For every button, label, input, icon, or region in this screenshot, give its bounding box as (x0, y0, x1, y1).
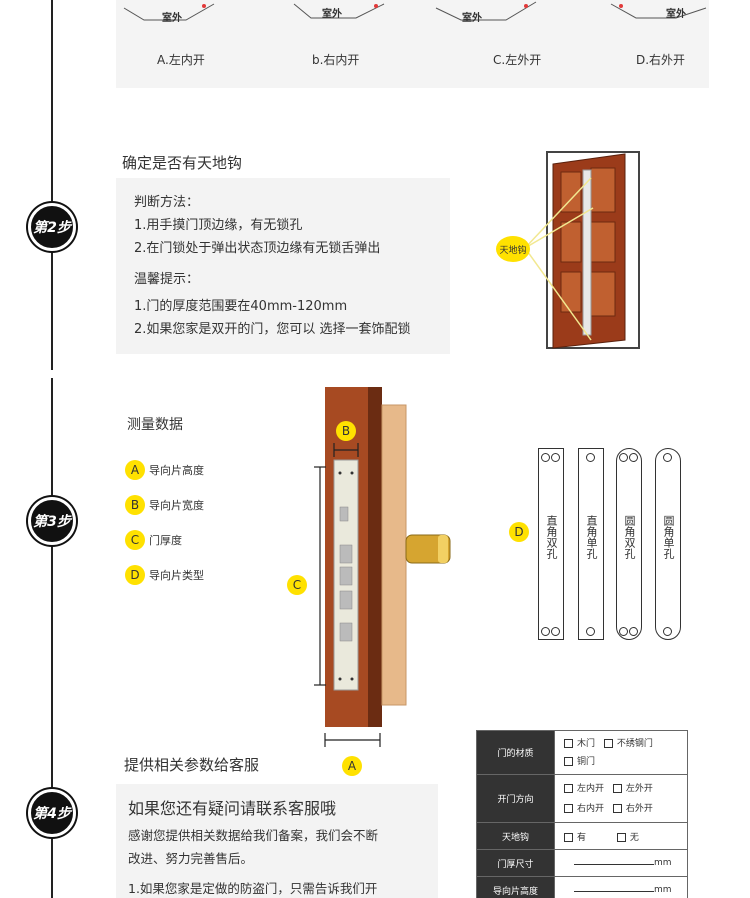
contact-title: 如果您还有疑问请联系客服哦 (128, 799, 337, 818)
plate-straight-single: 直角单孔 (578, 448, 604, 640)
legend-letter-a: A (130, 463, 140, 477)
hook-label-badge: 天地钩 (496, 236, 530, 262)
dir-opt-left-out: 左外开 (625, 783, 653, 794)
plate-label-4: 圆角单孔 (662, 515, 675, 559)
dim-b-badge: B (336, 421, 356, 441)
section2-title: 确定是否有天地钩 (122, 154, 243, 172)
dir-right-in-checkbox[interactable] (564, 803, 573, 813)
dir-left-in-checkbox[interactable] (564, 783, 573, 793)
outside-label-b: 室外 (322, 9, 342, 20)
tip-title: 温馨提示： (134, 272, 200, 287)
dim-c-letter: C (292, 578, 302, 592)
plate-label-3: 圆角双孔 (623, 515, 636, 559)
legend-badge-c: C (125, 530, 145, 550)
direction-label: 开门方向 (476, 774, 555, 823)
material-opt-steel: 不绣钢门 (616, 738, 653, 749)
plate-round-double: 圆角双孔 (616, 448, 642, 640)
outside-label-d: 室外 (666, 9, 686, 20)
door-hook-illustration (524, 151, 640, 349)
plate-label-2: 直角单孔 (585, 515, 598, 559)
timeline-line-top (51, 0, 53, 370)
legend-label-d: 导向片类型 (149, 569, 204, 582)
contact-body-1: 感谢您提供相关数据给我们备案，我们会不断 (128, 828, 379, 843)
method-2: 2.在门锁处于弹出状态顶边缘有无锁舌弹出 (134, 241, 381, 256)
outside-label-a: 室外 (162, 13, 182, 24)
legend-label-a: 导向片高度 (149, 464, 204, 477)
material-options: 木门 不绣钢门 铜门 (554, 730, 688, 775)
dir-left-out-checkbox[interactable] (612, 783, 622, 793)
door-type-diagrams (123, 1, 707, 21)
dir-opt-left-in: 左内开 (577, 783, 605, 794)
step-3-badge: 第3步 (28, 497, 76, 545)
contact-body-2: 改进、努力完善售后。 (128, 851, 254, 866)
dir-opt-right-out: 右外开 (625, 803, 653, 814)
dir-right-out-checkbox[interactable] (612, 803, 622, 813)
legend-label-b: 导向片宽度 (149, 499, 204, 512)
direction-options: 左内开 左外开 右内开 右外开 (554, 774, 688, 823)
legend-letter-d: D (130, 568, 140, 582)
thickness-label: 门厚尺寸 (476, 849, 555, 877)
timeline-line-bottom (51, 378, 53, 898)
section2-info-box (116, 178, 450, 354)
dir-opt-right-in: 右内开 (577, 803, 605, 814)
material-copper-checkbox[interactable] (564, 756, 573, 766)
outside-label-c: 室外 (462, 13, 482, 24)
contact-body-3: 1.如果您家是定做的防盗门，只需告诉我们开 (128, 881, 378, 896)
dim-d-badge: D (509, 522, 529, 542)
guide-height-label: 导向片高度 (476, 876, 555, 898)
hook-row-label: 天地钩 (476, 822, 555, 850)
plate-round-single: 圆角单孔 (655, 448, 681, 640)
material-wood-checkbox[interactable] (564, 738, 573, 748)
method-1: 1.用手摸门顶边缘，有无锁孔 (134, 218, 303, 233)
legend-badge-d: D (125, 565, 145, 585)
material-opt-copper: 铜门 (577, 756, 596, 767)
door-type-panel (116, 0, 709, 88)
door-type-c: C.左外开 (493, 53, 542, 67)
step-2-badge: 第2步 (28, 203, 76, 251)
door-type-b: b.右内开 (312, 53, 360, 67)
legend-letter-c: C (130, 533, 140, 547)
plate-straight-double: 直角双孔 (538, 448, 564, 640)
tip-1: 1.门的厚度范围要在40mm-120mm (134, 299, 348, 314)
legend-badge-a: A (125, 460, 145, 480)
dim-c-badge: C (287, 575, 307, 595)
section3-title: 测量数据 (127, 417, 183, 433)
material-opt-wood: 木门 (577, 738, 596, 749)
hook-options: 有 无 (554, 822, 688, 850)
door-type-a: A.左内开 (157, 53, 205, 67)
contact-box (116, 784, 438, 898)
dim-b-letter: B (341, 424, 351, 438)
parameter-form: 门的材质 木门 不绣钢门 铜门 开门方向 左内开 左外开 右内开 右外开 天地钩… (476, 730, 688, 898)
dim-a-letter: A (347, 759, 357, 773)
guide-height-unit: mm (654, 885, 672, 895)
legend-letter-b: B (130, 498, 140, 512)
door-type-d: D.右外开 (636, 53, 686, 67)
section4-title: 提供相关参数给客服 (124, 756, 260, 774)
dim-d-letter: D (514, 525, 524, 539)
legend-label-c: 门厚度 (149, 534, 182, 547)
lock-plate-illustration (314, 387, 451, 747)
guide-height-field[interactable]: mm (554, 876, 688, 898)
thickness-unit: mm (654, 858, 672, 868)
thickness-field[interactable]: mm (554, 849, 688, 877)
dim-a-badge: A (342, 756, 362, 776)
tip-2: 2.如果您家是双开的门，您可以 选择一套饰配锁 (134, 322, 411, 337)
hook-no: 无 (629, 832, 639, 843)
hook-yes-checkbox[interactable] (564, 832, 573, 842)
material-label: 门的材质 (476, 730, 555, 775)
material-steel-checkbox[interactable] (603, 738, 613, 748)
hook-label-text: 天地钩 (499, 245, 527, 256)
hook-no-checkbox[interactable] (616, 832, 626, 842)
plate-label-1: 直角双孔 (545, 515, 558, 559)
legend-badge-b: B (125, 495, 145, 515)
method-title: 判断方法： (134, 195, 200, 210)
step-4-badge: 第4步 (28, 789, 76, 837)
hook-yes: 有 (577, 832, 587, 843)
